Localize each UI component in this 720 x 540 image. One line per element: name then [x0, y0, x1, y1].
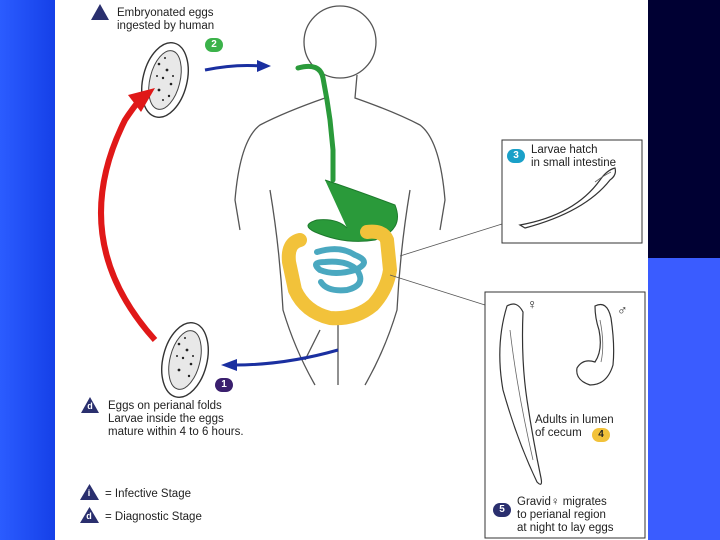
- red-arrow-head: [128, 88, 155, 112]
- small-intestine: [313, 246, 367, 294]
- step-4-badge: 4: [592, 428, 610, 442]
- pointer-line-larvae: [399, 223, 503, 257]
- step-2-badge: 2: [205, 38, 223, 52]
- adults-caption: Adults in lumen of cecum: [535, 414, 614, 440]
- diagram-artwork: [80, 4, 646, 539]
- male-symbol: ♂: [617, 302, 628, 318]
- ingested-eggs-line1: Embryonated eggs: [117, 7, 214, 19]
- perianal-eggs-line1: Eggs on perianal folds: [108, 400, 222, 412]
- larva-drawing: [518, 167, 617, 229]
- male-worm-drawing: [576, 303, 615, 386]
- perianal-eggs-line3: mature within 4 to 6 hours.: [108, 426, 244, 438]
- legend-infective-letter: i: [87, 488, 91, 498]
- diagnostic-stage-triangle: [80, 507, 99, 523]
- larvae-hatch-caption: Larvae hatch in small intestine: [531, 144, 616, 170]
- pointer-line-adults: [389, 274, 486, 306]
- blue-arrow-bottom: [234, 348, 339, 367]
- female-worm-drawing: [499, 303, 543, 485]
- gravid-line2: to perianal region: [517, 509, 606, 521]
- left-slide-bar: [0, 0, 55, 540]
- step-5-badge: 5: [493, 503, 511, 517]
- gravid-caption: Gravid♀ migrates to perianal region at n…: [517, 496, 614, 535]
- adults-line1: Adults in lumen: [535, 414, 614, 426]
- infective-stage-letter-top: i: [118, 9, 122, 19]
- step-1-badge: 1: [215, 378, 233, 392]
- step-3-badge: 3: [507, 149, 525, 163]
- blue-arrow-top: [204, 64, 261, 72]
- gravid-line3: at night to lay eggs: [517, 522, 614, 534]
- right-slide-accent: [648, 258, 720, 540]
- gravid-line1: Gravid♀ migrates: [517, 496, 607, 508]
- larvae-hatch-line2: in small intestine: [531, 157, 617, 169]
- female-symbol: ♀: [527, 296, 538, 312]
- embryonated-egg-top: [141, 42, 189, 118]
- red-cycle-arrow: [98, 97, 158, 343]
- lifecycle-diagram-panel: i Embryonated eggs ingested by human 2 3…: [55, 0, 648, 540]
- perianal-egg-bottom: [161, 322, 209, 398]
- human-body-outline: [234, 5, 446, 386]
- ingested-eggs-line2: ingested by human: [117, 20, 215, 32]
- perianal-eggs-line2: Larvae inside the eggs: [108, 413, 224, 425]
- infective-stage-triangle-top: [91, 4, 109, 20]
- large-intestine: [281, 224, 398, 326]
- diagnostic-stage-triangle-bottom: [81, 397, 99, 413]
- blue-arrow-top-head: [257, 60, 271, 72]
- larvae-hatch-line1: Larvae hatch: [531, 144, 598, 156]
- legend-diagnostic-letter: d: [86, 511, 92, 521]
- adults-line2: of cecum: [535, 427, 582, 439]
- diagnostic-stage-letter: d: [87, 401, 93, 411]
- legend-diagnostic-label: = Diagnostic Stage: [105, 511, 202, 523]
- infective-stage-triangle: [80, 484, 99, 500]
- perianal-eggs-caption: Eggs on perianal folds Larvae inside the…: [108, 400, 244, 439]
- ingested-eggs-caption: Embryonated eggs ingested by human: [117, 7, 214, 33]
- head-outline: [303, 5, 377, 79]
- legend-infective-label: = Infective Stage: [105, 488, 191, 500]
- blue-arrow-bottom-head: [221, 359, 237, 371]
- esophagus-stomach: [295, 63, 336, 183]
